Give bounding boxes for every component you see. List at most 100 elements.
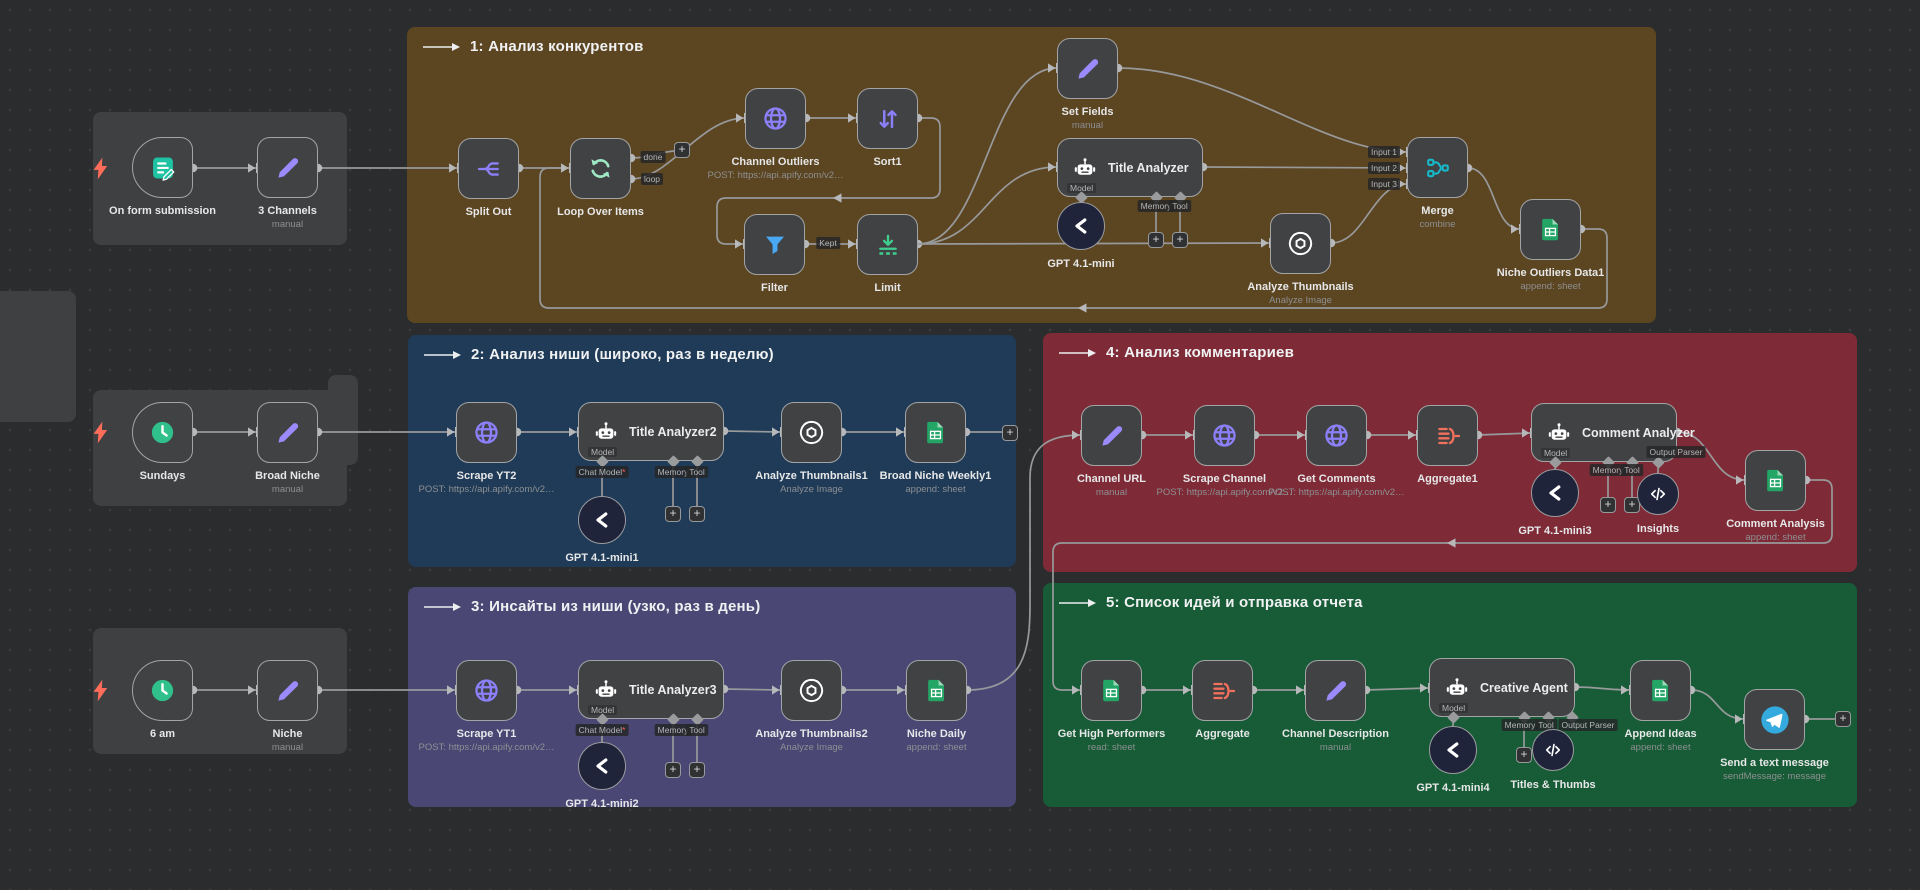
node-aggregate[interactable]: Aggregate: [1192, 660, 1253, 740]
input-port[interactable]: [248, 163, 259, 173]
node-box[interactable]: [1057, 38, 1118, 99]
node-box[interactable]: [132, 660, 193, 721]
node-gpt-41-mini1[interactable]: [578, 496, 626, 544]
input-port[interactable]: [1398, 179, 1409, 189]
input-port[interactable]: [772, 427, 783, 437]
input-port[interactable]: [1735, 714, 1746, 724]
node-box[interactable]: [1081, 405, 1142, 466]
connection[interactable]: [1052, 479, 1833, 691]
input-port[interactable]: [1183, 685, 1194, 695]
node-box[interactable]: [1520, 199, 1581, 260]
node-box[interactable]: [1744, 689, 1805, 750]
connection[interactable]: [716, 117, 941, 245]
connection[interactable]: [723, 430, 782, 433]
input-port[interactable]: [1261, 238, 1272, 248]
connection[interactable]: [1690, 689, 1745, 720]
node-box[interactable]: [257, 402, 318, 463]
add-node-button[interactable]: +: [1148, 232, 1164, 248]
input-port[interactable]: [1398, 163, 1409, 173]
node-loop-over-items[interactable]: Loop Over Items: [557, 138, 644, 218]
node-limit[interactable]: Limit: [857, 214, 918, 294]
input-port[interactable]: [1297, 430, 1308, 440]
input-port[interactable]: [1408, 430, 1419, 440]
node-box[interactable]: [905, 402, 966, 463]
node-box[interactable]: [1081, 660, 1142, 721]
input-port[interactable]: [735, 239, 746, 249]
connection[interactable]: [917, 67, 1058, 245]
input-port[interactable]: [736, 113, 747, 123]
add-node-button[interactable]: +: [1516, 747, 1532, 763]
sticky-note-partial-note-left[interactable]: [0, 291, 76, 422]
add-node-button[interactable]: +: [674, 142, 690, 158]
input-port[interactable]: [1522, 428, 1533, 438]
connection[interactable]: [539, 167, 1608, 309]
node-box[interactable]: [1194, 405, 1255, 466]
node-box[interactable]: [1305, 660, 1366, 721]
add-node-button[interactable]: +: [689, 762, 705, 778]
input-port[interactable]: [248, 685, 259, 695]
node-box[interactable]: [570, 138, 631, 199]
node-box[interactable]: [1270, 213, 1331, 274]
add-node-button[interactable]: +: [1600, 497, 1616, 513]
input-port[interactable]: [1621, 685, 1632, 695]
input-port[interactable]: [1420, 683, 1431, 693]
node-gpt-41-mini3[interactable]: [1531, 469, 1579, 517]
node-split-out[interactable]: Split Out: [458, 138, 519, 218]
add-node-button[interactable]: +: [665, 506, 681, 522]
node-box[interactable]: [745, 88, 806, 149]
node-sundays[interactable]: Sundays: [132, 402, 193, 482]
input-port[interactable]: [248, 427, 259, 437]
input-port[interactable]: [896, 427, 907, 437]
connection[interactable]: [1467, 167, 1521, 230]
node-box[interactable]: [132, 137, 193, 198]
node-box[interactable]: [456, 402, 517, 463]
node-box[interactable]: [781, 660, 842, 721]
node-box[interactable]: [781, 402, 842, 463]
add-node-button[interactable]: +: [1172, 232, 1188, 248]
node-gpt-41-mini4[interactable]: [1429, 726, 1477, 774]
node-box[interactable]: [744, 214, 805, 275]
connection[interactable]: [966, 434, 1082, 691]
add-node-button[interactable]: +: [1835, 711, 1851, 727]
input-port[interactable]: [1185, 430, 1196, 440]
connection[interactable]: [1330, 183, 1408, 244]
node-gpt-41-mini[interactable]: [1057, 202, 1105, 250]
input-port[interactable]: [569, 427, 580, 437]
input-port[interactable]: [1048, 162, 1059, 172]
node-box[interactable]: [1630, 660, 1691, 721]
connection[interactable]: [723, 688, 782, 691]
input-port[interactable]: [561, 163, 572, 173]
node-box[interactable]: [456, 660, 517, 721]
input-port[interactable]: [1736, 475, 1747, 485]
input-port[interactable]: [1398, 147, 1409, 157]
node-on-form-submission[interactable]: On form submission: [109, 137, 216, 217]
connection[interactable]: [917, 166, 1058, 245]
node-box[interactable]: [857, 88, 918, 149]
node-box[interactable]: [857, 214, 918, 275]
input-port[interactable]: [1296, 685, 1307, 695]
node-box[interactable]: [1417, 405, 1478, 466]
